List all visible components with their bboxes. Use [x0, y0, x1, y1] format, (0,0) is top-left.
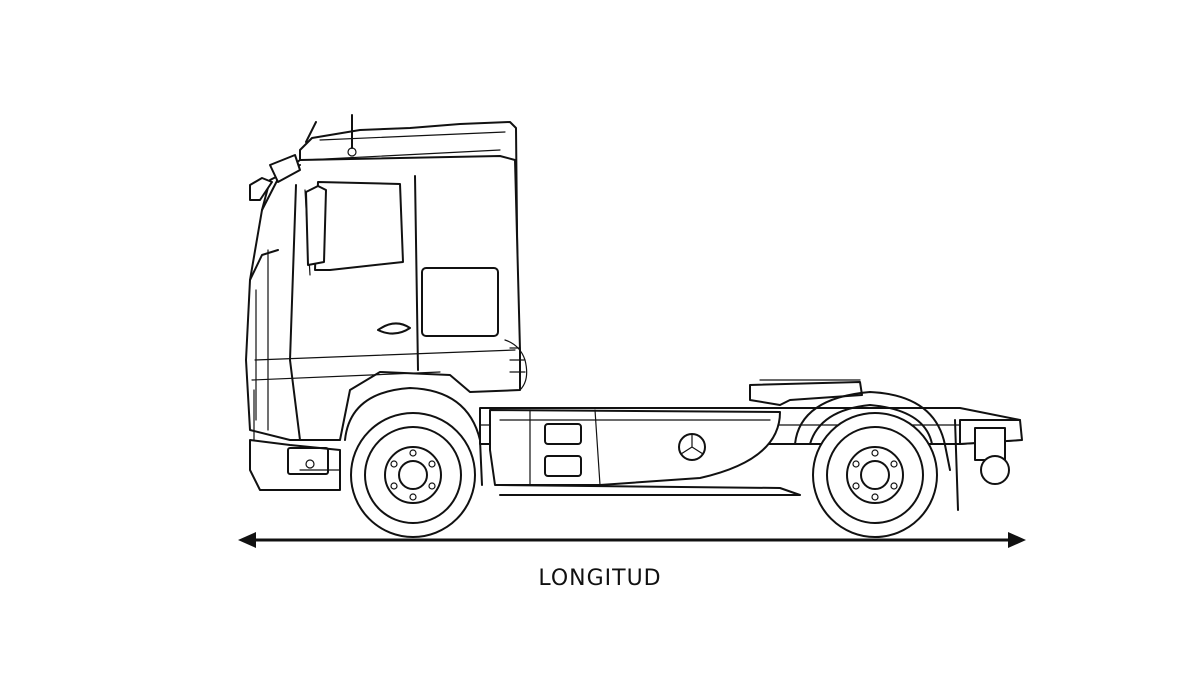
rear-wheel [812, 412, 938, 538]
length-dimension-arrow [238, 532, 1026, 548]
length-dimension-label: LONGITUD [538, 566, 662, 591]
truck-cab [245, 114, 528, 491]
brand-star-icon [678, 433, 706, 461]
front-wheel [350, 412, 476, 538]
arrow-right-icon [1008, 532, 1026, 548]
arrow-left-icon [238, 532, 256, 548]
